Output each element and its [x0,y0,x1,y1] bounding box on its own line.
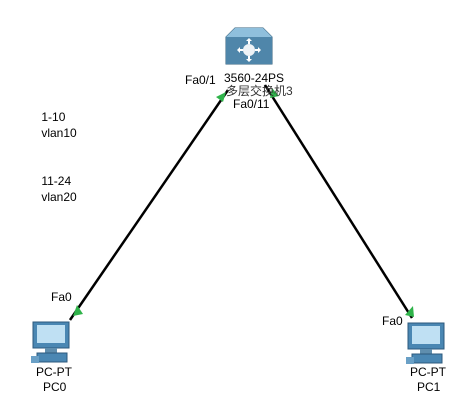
vlan-note-row: 11-24 vlan20 [28,157,77,221]
port-label-switch-fa0-11: Fa0/11 [233,97,270,111]
pc1-name-label: PC1 [417,380,441,394]
vlan-note-vlan: vlan20 [41,190,77,204]
port-status-pc0-fa0 [73,305,83,316]
port-status-switch-fa0-1 [216,92,226,102]
port-label-pc0-fa0: Fa0 [51,290,72,304]
link-switch-pc1[interactable] [263,84,414,319]
pc1-icon[interactable] [406,322,445,364]
pc0-type-label: PC-PT [36,365,72,379]
port-label-switch-fa0-1: Fa0/1 [185,73,216,87]
multilayer-switch-icon[interactable] [225,27,273,65]
pc0-name-label: PC0 [43,380,67,394]
pc0-icon[interactable] [31,321,70,363]
vlan-note-range: 11-24 [41,174,72,188]
vlan-note-range: 1-10 [41,110,66,124]
port-label-pc1-fa0: Fa0 [382,314,403,328]
vlan-note-vlan: vlan10 [41,126,77,140]
port-status-switch-fa0-11 [270,88,279,98]
vlan-note[interactable]: 1-10 vlan10 11-24 vlan20 [28,93,78,221]
pc1-type-label: PC-PT [410,365,446,379]
switch-model-label: 3560-24PS [224,71,285,85]
vlan-note-row: 1-10 vlan10 [28,93,77,157]
link-switch-pc0[interactable] [68,89,230,321]
port-status-pc1-fa0 [405,306,414,317]
switch-hostname-label: 多层交换机3 [226,84,293,98]
